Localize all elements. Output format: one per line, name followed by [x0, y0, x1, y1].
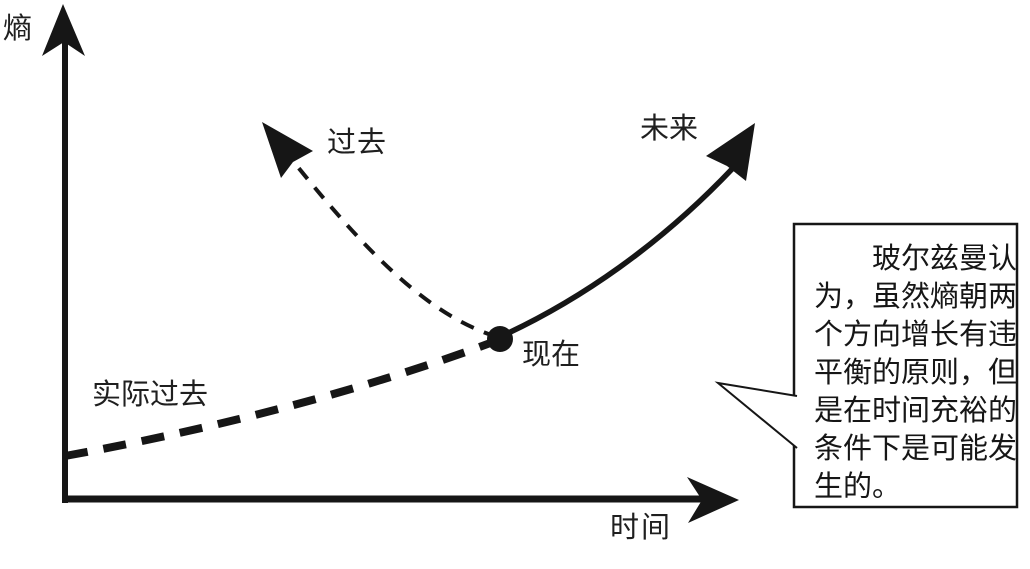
callout-line: 个方向增长有违	[814, 317, 1018, 351]
callout-line: 生的。	[814, 469, 902, 503]
past-branch-label: 过去	[327, 125, 388, 159]
y-axis-arrowhead-icon	[42, 4, 85, 56]
future-arrowhead-icon	[706, 123, 755, 181]
future-branch-curve	[500, 166, 735, 339]
callout-line: 为，虽然熵朝两	[814, 279, 1018, 313]
callout-tail	[714, 381, 798, 449]
past-branch-curve	[291, 159, 498, 339]
actual-past-label: 实际过去	[92, 377, 209, 411]
callout-line: 是在时间充裕的	[814, 393, 1018, 427]
past-arrowhead-icon	[262, 122, 313, 178]
callout-line: 玻尔兹曼认	[872, 241, 1018, 275]
x-axis-arrowhead-icon	[687, 477, 739, 523]
y-axis-label: 熵	[3, 11, 33, 45]
callout-line: 平衡的原则，但	[814, 355, 1018, 389]
callout-line: 条件下是可能发	[814, 431, 1018, 465]
x-axis-label: 时间	[610, 510, 673, 544]
callout-text-block: 玻尔兹曼认 为，虽然熵朝两 个方向增长有违 平衡的原则，但 是在时间充裕的 条件…	[794, 224, 1017, 507]
now-point-dot	[487, 326, 513, 352]
future-branch-label: 未来	[640, 111, 699, 145]
now-point-label: 现在	[522, 337, 581, 371]
callout-bubble	[792, 222, 1019, 509]
